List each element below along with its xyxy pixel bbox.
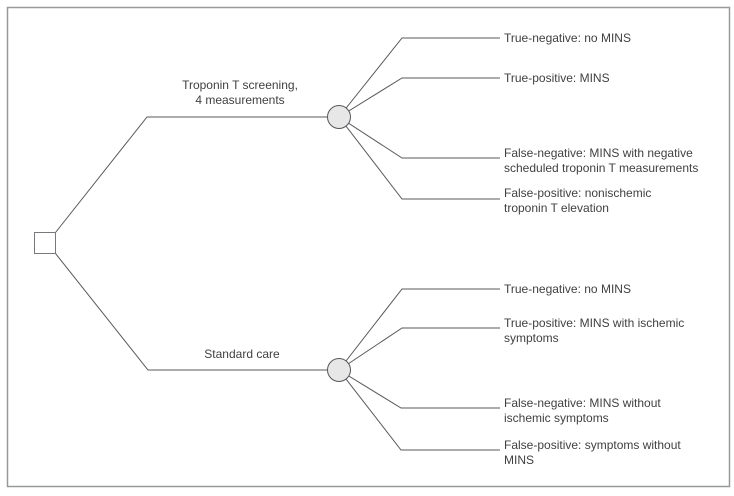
outcome-label-standard-true-positive: True-positive: MINS with ischemic sympto…	[504, 316, 685, 345]
outcome-label-standard-false-negative: False-negative: MINS without ischemic sy…	[504, 396, 661, 425]
branch-line-screening-true-positive	[338, 77, 500, 118]
strategy-label-standard-care: Standard care	[204, 347, 280, 361]
branch-line-standard-care	[55, 253, 339, 371]
branch-line-screening-false-positive	[338, 116, 500, 200]
branch-line-screening-true-negative	[338, 37, 500, 118]
outcome-label-screening-true-negative: True-negative: no MINS	[504, 31, 631, 45]
branch-line-standard-false-negative	[338, 369, 500, 409]
strategy-label-troponin-screening: Troponin T screening, 4 measurements	[182, 78, 298, 107]
branch-line-troponin-screening	[55, 116, 339, 233]
branch-line-standard-true-positive	[338, 327, 500, 371]
chance-circle-node-standard-care	[327, 358, 351, 382]
branch-line-screening-false-negative	[338, 116, 500, 159]
outcome-label-screening-true-positive: True-positive: MINS	[504, 71, 610, 85]
decision-square-node	[34, 232, 56, 254]
outcome-label-standard-false-positive: False-positive: symptoms without MINS	[504, 438, 681, 467]
figure-frame	[6, 6, 731, 488]
outcome-label-screening-false-negative: False-negative: MINS with negative sched…	[504, 146, 699, 175]
branch-line-standard-false-positive	[338, 369, 500, 451]
branch-line-standard-true-negative	[338, 288, 500, 371]
outcome-label-screening-false-positive: False-positive: nonischemic troponin T e…	[504, 186, 652, 215]
outcome-label-standard-true-negative: True-negative: no MINS	[504, 282, 631, 296]
chance-circle-node-screening	[327, 105, 351, 129]
